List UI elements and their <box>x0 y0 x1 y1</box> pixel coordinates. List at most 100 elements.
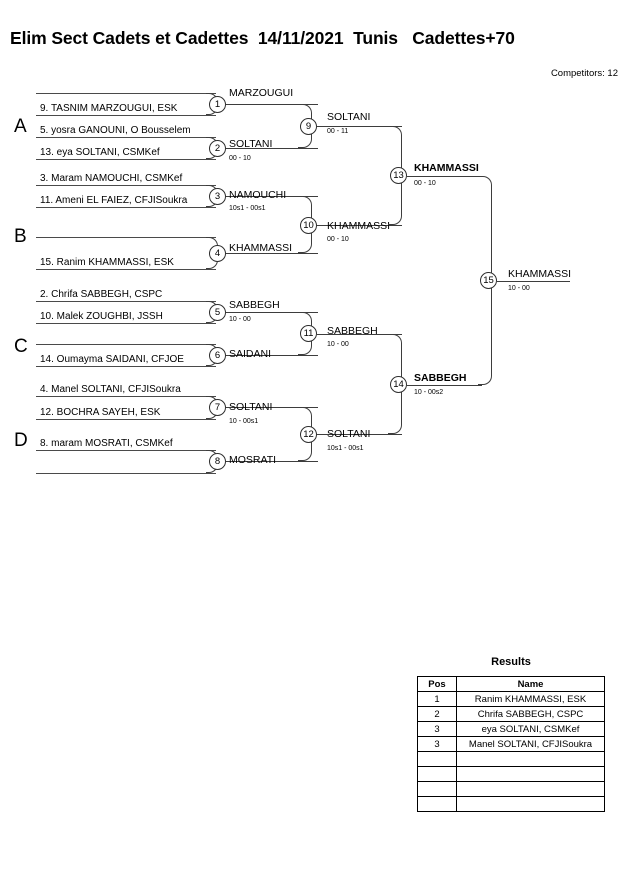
match-stub <box>226 312 318 313</box>
entry-line <box>36 185 216 186</box>
match-stub <box>226 355 318 356</box>
match-node-12[interactable]: 12 <box>300 425 317 443</box>
match-stub <box>407 384 482 386</box>
match-node-9[interactable]: 9 <box>300 117 317 135</box>
match-node-8[interactable]: 8 <box>209 453 226 470</box>
entry-label: 8. maram MOSRATI, CSMKef <box>40 438 173 449</box>
result-pos: 3 <box>417 736 457 752</box>
entry-label: 12. BOCHRA SAYEH, ESK <box>40 407 161 418</box>
table-row: 1 Ranim KHAMMASSI, ESK <box>417 691 605 707</box>
entry-label: 13. eya SOLTANI, CSMKef <box>40 147 160 158</box>
match-score-9: 00 - 11 <box>327 128 349 135</box>
table-row <box>417 766 605 782</box>
match-score-10: 00 - 10 <box>327 236 349 243</box>
match-stub <box>497 280 570 282</box>
result-name <box>456 781 605 797</box>
match-stub <box>407 175 482 177</box>
result-pos <box>417 751 457 767</box>
match-winner-13: KHAMMASSI <box>414 162 479 174</box>
result-name: Manel SOLTANI, CFJISoukra <box>456 736 605 752</box>
match-winner-11: SABBEGH <box>327 325 378 337</box>
entry-label: 3. Maram NAMOUCHI, CSMKef <box>40 173 183 184</box>
entry-line <box>36 344 216 345</box>
match-stub <box>317 225 402 226</box>
entry-label: 14. Oumayma SAIDANI, CFJOE <box>40 354 184 365</box>
match-node-15[interactable]: 15 <box>480 272 497 289</box>
result-name: eya SOLTANI, CSMKef <box>456 721 605 737</box>
result-pos: 3 <box>417 721 457 737</box>
match-score-5: 10 - 00 <box>229 316 251 323</box>
table-row: 3 Manel SOLTANI, CFJISoukra <box>417 736 605 752</box>
match-node-3[interactable]: 3 <box>209 187 226 205</box>
entry-line <box>36 115 216 116</box>
entry-label: 9. TASNIM MARZOUGUI, ESK <box>40 103 178 114</box>
match-node-10[interactable]: 10 <box>300 216 317 234</box>
match-winner-12: SOLTANI <box>327 428 371 440</box>
match-winner-9: SOLTANI <box>327 111 371 123</box>
entry-line <box>36 207 216 208</box>
match-node-7[interactable]: 7 <box>209 399 226 416</box>
entry-label: 10. Malek ZOUGHBI, JSSH <box>40 311 163 322</box>
page-title: Elim Sect Cadets et Cadettes 14/11/2021 … <box>10 28 515 48</box>
table-row <box>417 781 605 797</box>
match-score-3: 10s1 - 00s1 <box>229 205 266 212</box>
competitors-count: Competitors: 12 <box>550 68 618 79</box>
result-pos <box>417 796 457 812</box>
entry-line <box>36 419 216 420</box>
match-stub <box>226 104 318 105</box>
result-pos <box>417 781 457 797</box>
match-score-11: 10 - 00 <box>327 341 349 348</box>
match-stub <box>226 407 318 408</box>
match-winner-2: SOLTANI <box>229 138 273 150</box>
match-winner-6: SAIDANI <box>229 348 272 360</box>
match-node-13[interactable]: 13 <box>390 167 407 184</box>
match-score-12: 10s1 - 00s1 <box>327 445 364 452</box>
result-name: Ranim KHAMMASSI, ESK <box>456 691 605 707</box>
match-score-7: 10 - 00s1 <box>229 418 259 425</box>
entry-line <box>36 301 216 302</box>
match-stub <box>226 196 318 197</box>
match-winner-1: MARZOUGUI <box>229 87 294 99</box>
entry-label: 2. Chrifa SABBEGH, CSPC <box>40 289 163 300</box>
entry-line <box>36 137 216 138</box>
match-node-2[interactable]: 2 <box>209 139 226 157</box>
results-title: Results <box>491 656 531 668</box>
entry-label: 4. Manel SOLTANI, CFJISoukra <box>40 384 181 395</box>
table-row: 2 Chrifa SABBEGH, CSPC <box>417 706 605 722</box>
group-label-a: A <box>14 116 27 137</box>
match-stub <box>226 148 318 149</box>
entry-line <box>36 366 216 367</box>
table-row <box>417 796 605 812</box>
match-node-11[interactable]: 11 <box>300 325 317 342</box>
match-stub <box>317 333 402 335</box>
group-label-c: C <box>14 336 28 357</box>
group-label-b: B <box>14 226 27 247</box>
match-node-14[interactable]: 14 <box>390 376 407 393</box>
result-name: Chrifa SABBEGH, CSPC <box>456 706 605 722</box>
entry-line <box>36 159 216 160</box>
match-winner-4: KHAMMASSI <box>229 242 293 254</box>
results-col-name: Name <box>456 676 605 692</box>
entry-line <box>36 396 216 397</box>
table-row <box>417 751 605 767</box>
entry-line <box>36 323 216 324</box>
match-winner-3: NAMOUCHI <box>229 189 287 201</box>
entry-line <box>36 473 216 474</box>
match-score-13: 00 - 10 <box>414 180 436 187</box>
results-table: Pos Name 1 Ranim KHAMMASSI, ESK 2 Chrifa… <box>417 676 605 812</box>
result-pos: 2 <box>417 706 457 722</box>
match-stub <box>317 126 402 127</box>
match-winner-14: SABBEGH <box>414 372 467 384</box>
match-winner-5: SABBEGH <box>229 299 280 311</box>
match-node-5[interactable]: 5 <box>209 303 226 321</box>
entry-label: 5. yosra GANOUNI, O Bousselem <box>40 125 191 136</box>
entry-label: 15. Ranim KHAMMASSI, ESK <box>40 257 174 268</box>
match-stub <box>226 461 318 462</box>
match-node-1[interactable]: 1 <box>209 95 226 113</box>
group-label-d: D <box>14 430 28 451</box>
match-winner-10: KHAMMASSI <box>327 220 391 232</box>
result-name <box>456 796 605 812</box>
match-node-4[interactable]: 4 <box>209 244 226 262</box>
match-node-6[interactable]: 6 <box>209 346 226 364</box>
